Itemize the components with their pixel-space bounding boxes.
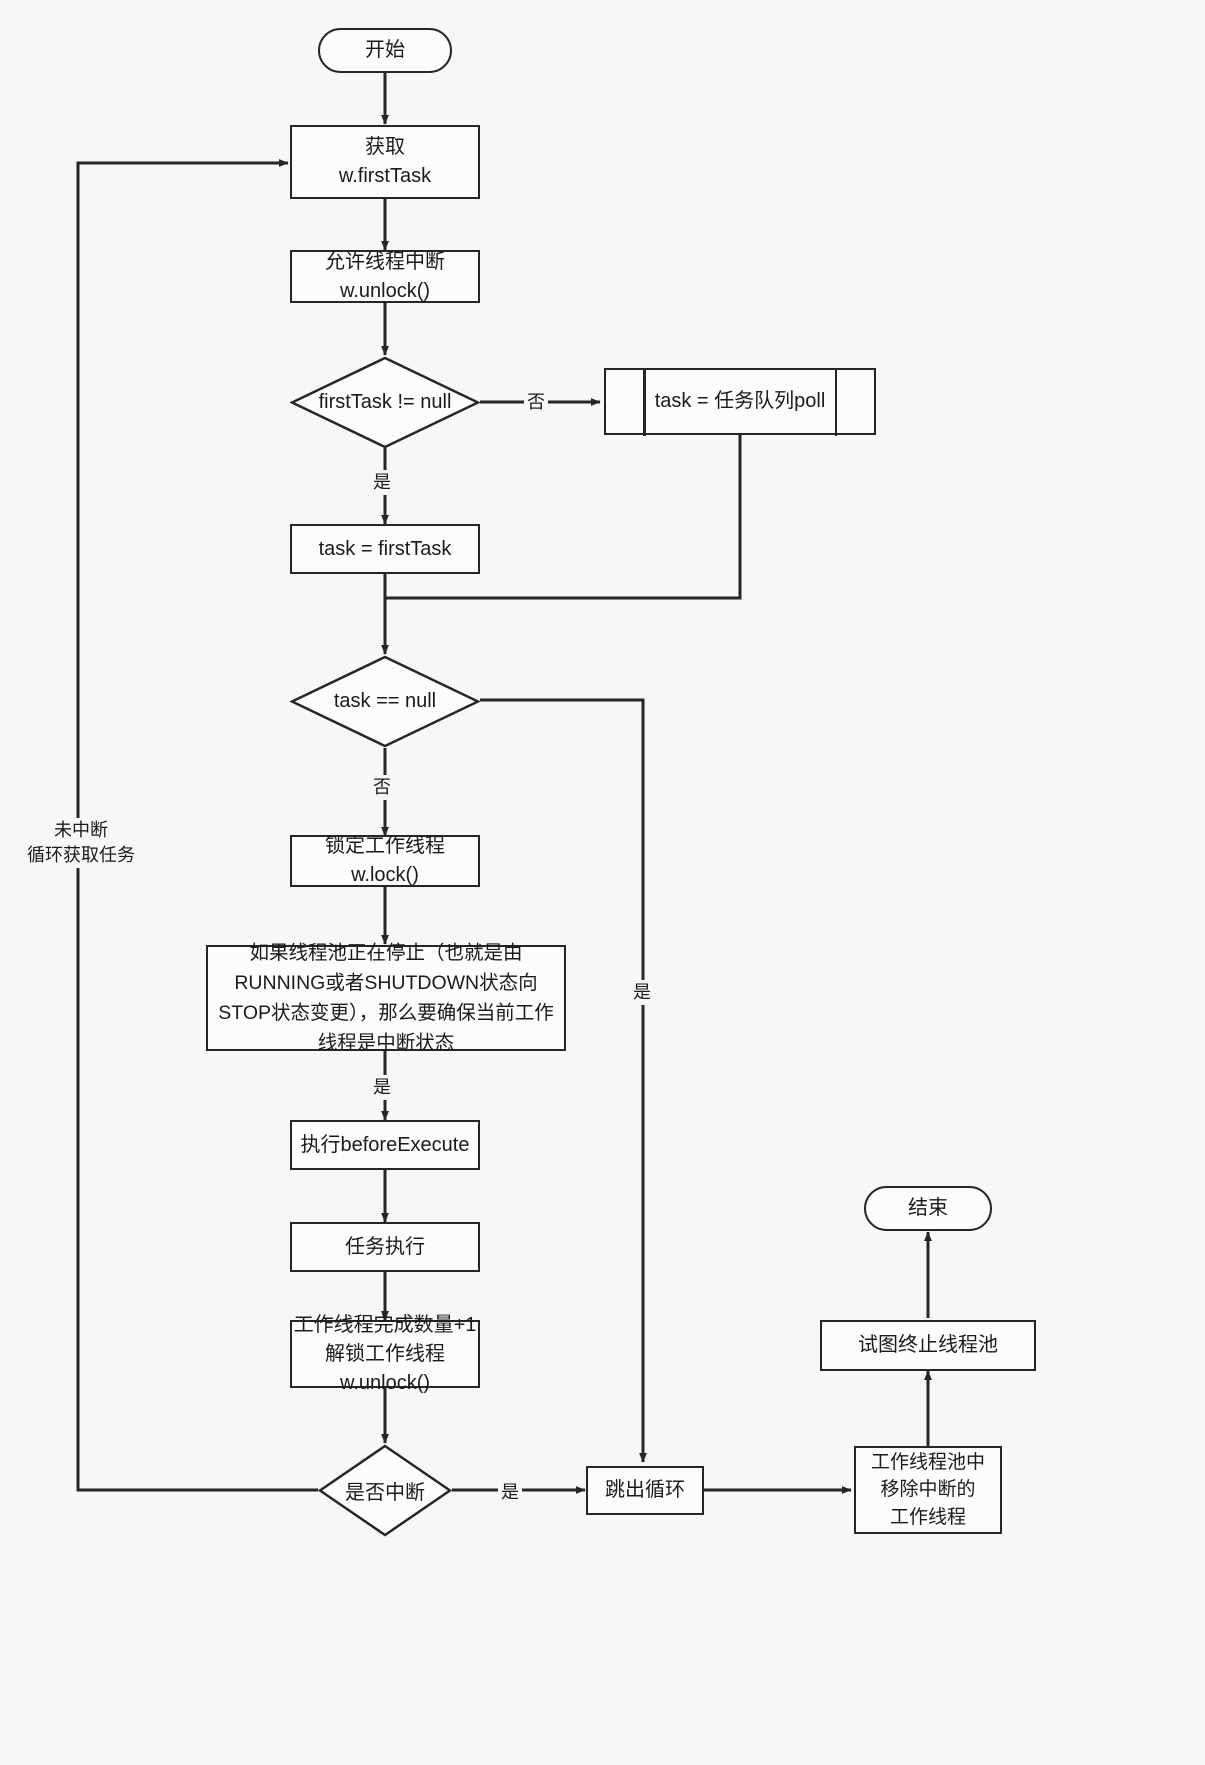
diamond-shape (290, 655, 480, 748)
node-allow-interrupt-label: 允许线程中断 w.unlock() (325, 250, 445, 302)
node-break-loop-label: 跳出循环 (605, 1479, 685, 1501)
node-first-task-not-null[interactable]: firstTask != null (290, 356, 480, 449)
node-first-task-not-null-label: firstTask != null (318, 391, 452, 413)
node-run-task-label: 任务执行 (345, 1235, 425, 1258)
node-is-interrupted[interactable]: 是否中断 (318, 1444, 452, 1537)
node-start[interactable]: 开始 (318, 28, 452, 73)
node-ensure-interrupt-label: 如果线程池正在停止（也就是由RUNNING或者SHUTDOWN状态向STOP状态… (218, 941, 554, 1055)
node-task-eq-first-task-label: task = firstTask (318, 537, 452, 560)
edge-label-first-task-no: 否 (524, 390, 548, 416)
node-break-loop[interactable]: 跳出循环 (586, 1466, 704, 1515)
node-is-interrupted-label: 是否中断 (345, 1482, 425, 1504)
node-allow-interrupt[interactable]: 允许线程中断 w.unlock() (290, 250, 480, 303)
diamond-shape (318, 1444, 452, 1537)
node-task-from-queue-label: task = 任务队列poll (654, 390, 826, 412)
edge-label-ensure-yes: 是 (370, 1075, 394, 1101)
node-complete-unlock-label: 工作线程完成数量+1 解锁工作线程 w.unlock() (293, 1313, 477, 1394)
node-start-label: 开始 (365, 39, 405, 61)
predefined-right-bar (834, 367, 837, 436)
edge-label-task-null-yes: 是 (630, 980, 654, 1006)
node-remove-worker[interactable]: 工作线程池中 移除中断的 工作线程 (854, 1446, 1002, 1534)
node-ensure-interrupt[interactable]: 如果线程池正在停止（也就是由RUNNING或者SHUTDOWN状态向STOP状态… (206, 942, 566, 1054)
node-get-first-task[interactable]: 获取 w.firstTask (290, 125, 480, 199)
node-remove-worker-label: 工作线程池中 移除中断的 工作线程 (870, 1451, 985, 1528)
edge-label-interrupted-yes: 是 (498, 1480, 522, 1506)
node-task-from-queue[interactable]: task = 任务队列poll (604, 367, 876, 436)
node-run-task[interactable]: 任务执行 (290, 1222, 480, 1272)
node-try-terminate[interactable]: 试图终止线程池 (820, 1320, 1036, 1371)
predefined-left-bar (643, 367, 646, 436)
node-before-execute-label: 执行beforeExecute (300, 1133, 470, 1156)
node-before-execute[interactable]: 执行beforeExecute (290, 1120, 480, 1170)
edge-label-first-task-yes: 是 (370, 470, 394, 496)
node-lock-worker[interactable]: 锁定工作线程 w.lock() (290, 835, 480, 887)
node-task-is-null-label: task == null (333, 690, 437, 712)
node-task-is-null[interactable]: task == null (290, 655, 480, 748)
diamond-shape (290, 356, 480, 449)
edge-label-task-null-no: 否 (370, 775, 394, 801)
node-task-eq-first-task[interactable]: task = firstTask (290, 524, 480, 574)
edge-label-loop-back: 未中断 循环获取任务 (14, 818, 148, 869)
node-try-terminate-label: 试图终止线程池 (858, 1334, 998, 1356)
node-get-first-task-label: 获取 w.firstTask (338, 136, 432, 187)
node-end-label: 结束 (908, 1197, 948, 1219)
node-end[interactable]: 结束 (864, 1186, 992, 1231)
node-lock-worker-label: 锁定工作线程 w.lock() (325, 835, 445, 886)
node-complete-unlock[interactable]: 工作线程完成数量+1 解锁工作线程 w.unlock() (290, 1314, 480, 1394)
